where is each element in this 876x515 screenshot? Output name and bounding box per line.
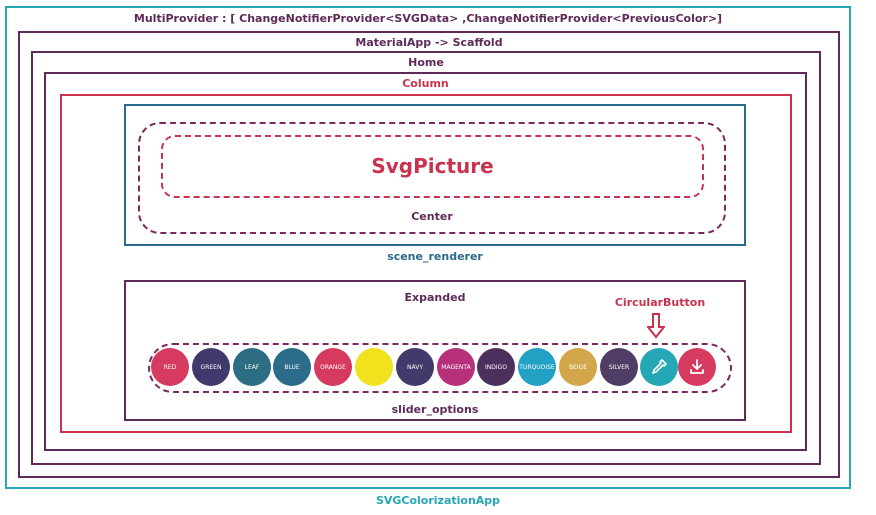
home-container: [31, 51, 821, 465]
color-option-navy[interactable]: NAVY: [396, 348, 434, 386]
eyedropper-icon: [652, 359, 667, 374]
slider-options-box: [148, 343, 732, 393]
app-container: [5, 6, 851, 489]
app-label: SVGColorizationApp: [375, 494, 501, 507]
color-option-red[interactable]: RED: [151, 348, 189, 386]
svg-picture-box: [161, 135, 704, 198]
svg-picture-label: SvgPicture: [371, 154, 494, 178]
center-label: Center: [411, 210, 453, 223]
home-label: Home: [408, 56, 444, 69]
column-inner-container: [60, 94, 792, 433]
color-option-unlabeled[interactable]: [355, 348, 393, 386]
center-dashed-box: [138, 122, 726, 234]
color-option-silver[interactable]: SILVER: [600, 348, 638, 386]
scene-renderer-box: [124, 104, 746, 246]
slider-options-label: slider_options: [391, 403, 479, 416]
expanded-box: [124, 280, 746, 421]
column-label: Column: [402, 77, 449, 90]
color-option-beige[interactable]: BEIGE: [559, 348, 597, 386]
color-option-magenta[interactable]: MAGENTA: [437, 348, 475, 386]
multiprovider-label: MultiProvider : [ ChangeNotifierProvider…: [133, 12, 723, 25]
color-option-turquoise[interactable]: TURQUOISE: [518, 348, 556, 386]
expanded-label: Expanded: [404, 291, 466, 304]
color-option-leaf[interactable]: LEAF: [233, 348, 271, 386]
column-outer-container: [44, 72, 807, 451]
color-option-indigo[interactable]: INDIGO: [477, 348, 515, 386]
circular-button-label: CircularButton: [614, 296, 706, 309]
material-app-container: [18, 31, 840, 478]
color-option-green[interactable]: GREEN: [192, 348, 230, 386]
color-option-blue[interactable]: BLUE: [273, 348, 311, 386]
color-option-orange[interactable]: ORANGE: [314, 348, 352, 386]
color-picker-button[interactable]: [640, 348, 678, 386]
down-arrow-icon: [647, 313, 665, 339]
scene-renderer-label: scene_renderer: [387, 250, 483, 263]
download-button[interactable]: [678, 348, 716, 386]
material-app-label: MaterialApp -> Scaffold: [355, 36, 503, 49]
download-icon: [690, 359, 704, 374]
